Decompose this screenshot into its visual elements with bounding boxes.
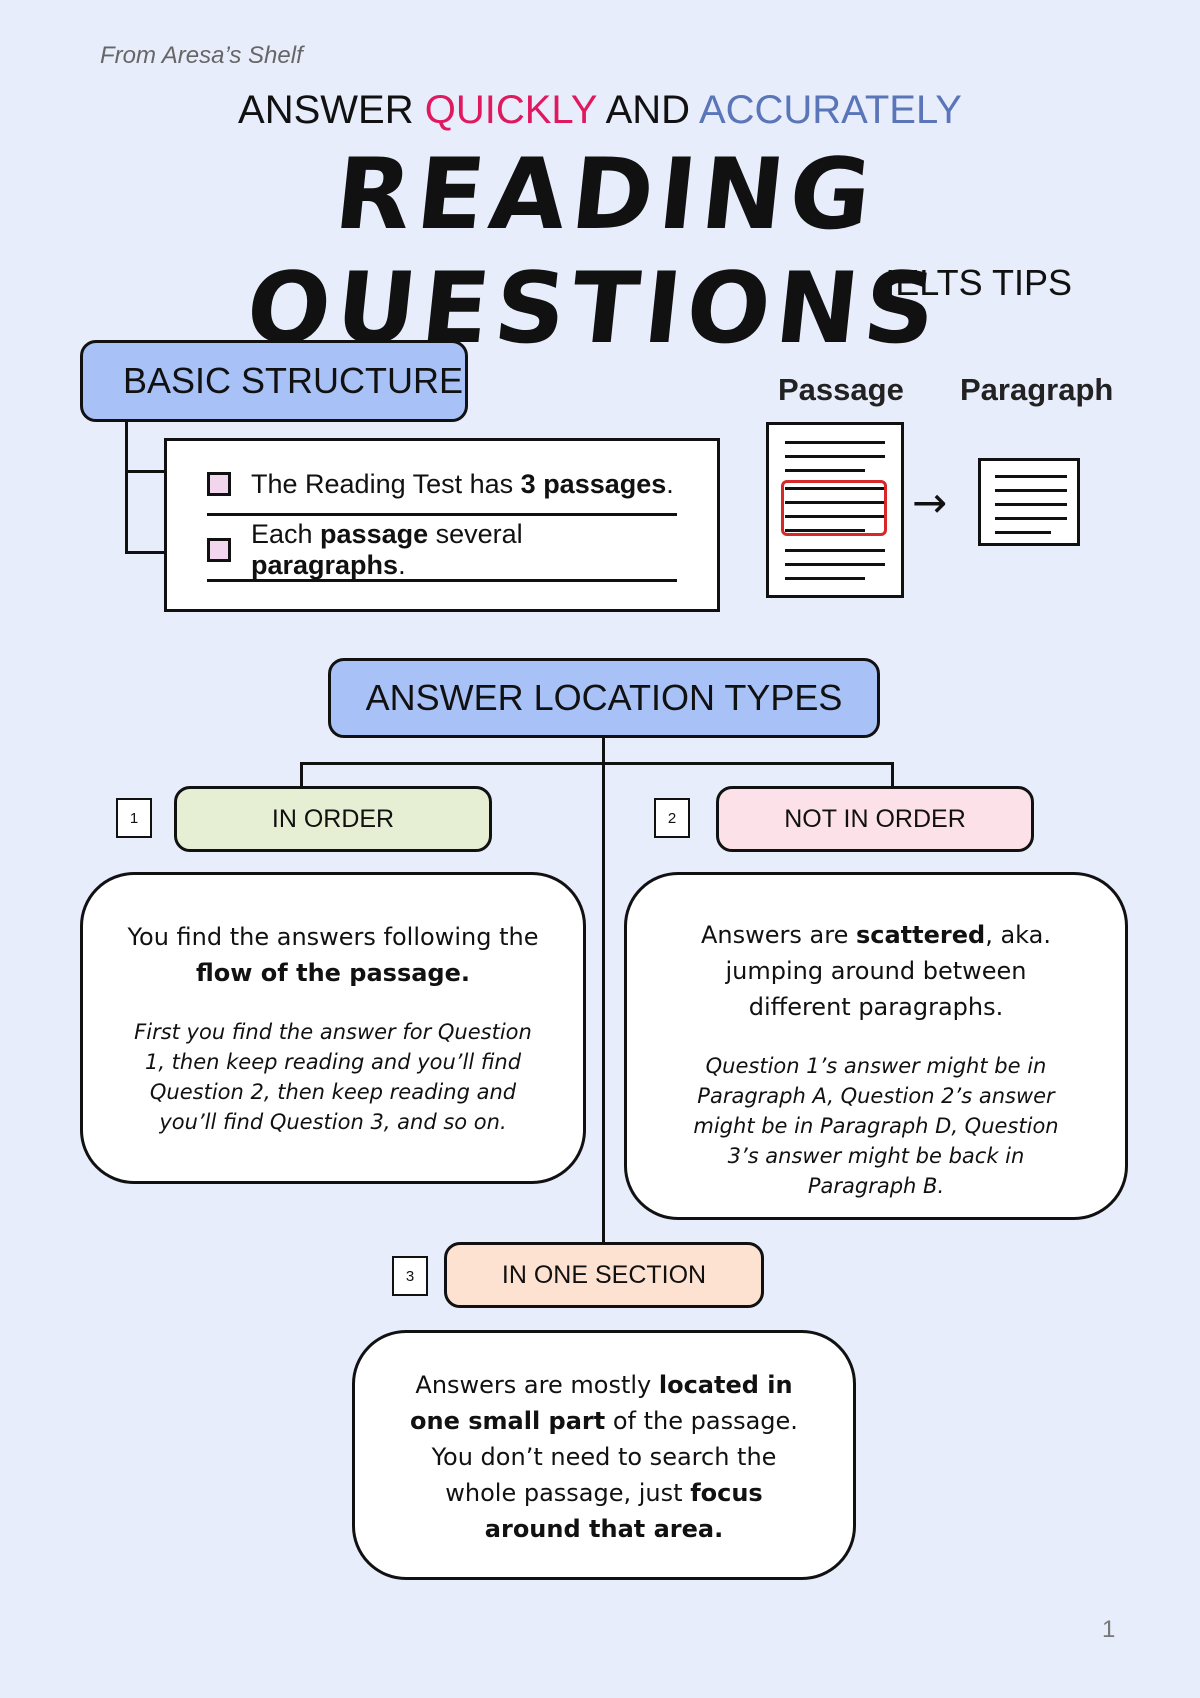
connector-line [300, 762, 894, 765]
list-item: The Reading Test has 3 passages. [207, 455, 677, 516]
connector-line [300, 762, 303, 786]
in-order-description: You find the answers following the flow … [127, 923, 539, 987]
page-title: READING QUESTIONS [241, 138, 947, 366]
in-order-card: You find the answers following the flow … [80, 872, 586, 1184]
subtitle-quickly: QUICKLY [424, 88, 597, 132]
subtitle-answer: ANSWER [238, 88, 414, 132]
connector-line [125, 470, 167, 473]
number-badge-2: 2 [654, 798, 690, 838]
connector-line [891, 762, 894, 786]
basic-structure-heading: BASIC STRUCTURE [80, 340, 468, 422]
arrow-right-icon: → [912, 478, 948, 527]
in-one-section-card: Answers are mostly located in one small … [352, 1330, 856, 1580]
number-badge-3: 3 [392, 1256, 428, 1296]
not-in-order-card: Answers are scattered, aka. jumping arou… [624, 872, 1128, 1220]
connector-line [602, 738, 605, 1248]
checkbox-icon [207, 472, 231, 496]
subtitle-and: AND [605, 88, 691, 132]
in-order-example: First you find the answer for Question 1… [134, 1020, 532, 1134]
in-order-pill: IN ORDER [174, 786, 492, 852]
connector-line [125, 551, 167, 554]
list-item: Each passage several paragraphs. [207, 519, 677, 582]
checkbox-icon [207, 538, 231, 562]
source-credit: From Aresa’s Shelf [100, 42, 303, 69]
passage-label: Passage [778, 372, 904, 407]
answer-location-heading: ANSWER LOCATION TYPES [328, 658, 880, 738]
not-in-order-description: Answers are scattered, aka. jumping arou… [701, 921, 1051, 1021]
basic-structure-box: The Reading Test has 3 passages. Each pa… [164, 438, 720, 612]
paragraph-label: Paragraph [960, 372, 1114, 407]
number-badge-1: 1 [116, 798, 152, 838]
tips-tag: IELTS TIPS [885, 262, 1072, 303]
subtitle-accurately: ACCURATELY [698, 88, 962, 132]
page-number: 1 [1102, 1616, 1116, 1643]
connector-line [125, 422, 128, 554]
passage-document-icon [766, 422, 904, 598]
highlight-box [781, 480, 887, 536]
subtitle: ANSWER QUICKLY AND ACCURATELY [0, 88, 1200, 133]
not-in-order-example: Question 1’s answer might be in Paragrap… [693, 1054, 1059, 1198]
item-text: The Reading Test has 3 passages. [251, 468, 674, 499]
in-one-section-description: Answers are mostly located in one small … [410, 1371, 798, 1543]
paragraph-document-icon [978, 458, 1080, 546]
item-text: Each passage several paragraphs. [251, 519, 523, 580]
in-one-section-pill: IN ONE SECTION [444, 1242, 764, 1308]
not-in-order-pill: NOT IN ORDER [716, 786, 1034, 852]
